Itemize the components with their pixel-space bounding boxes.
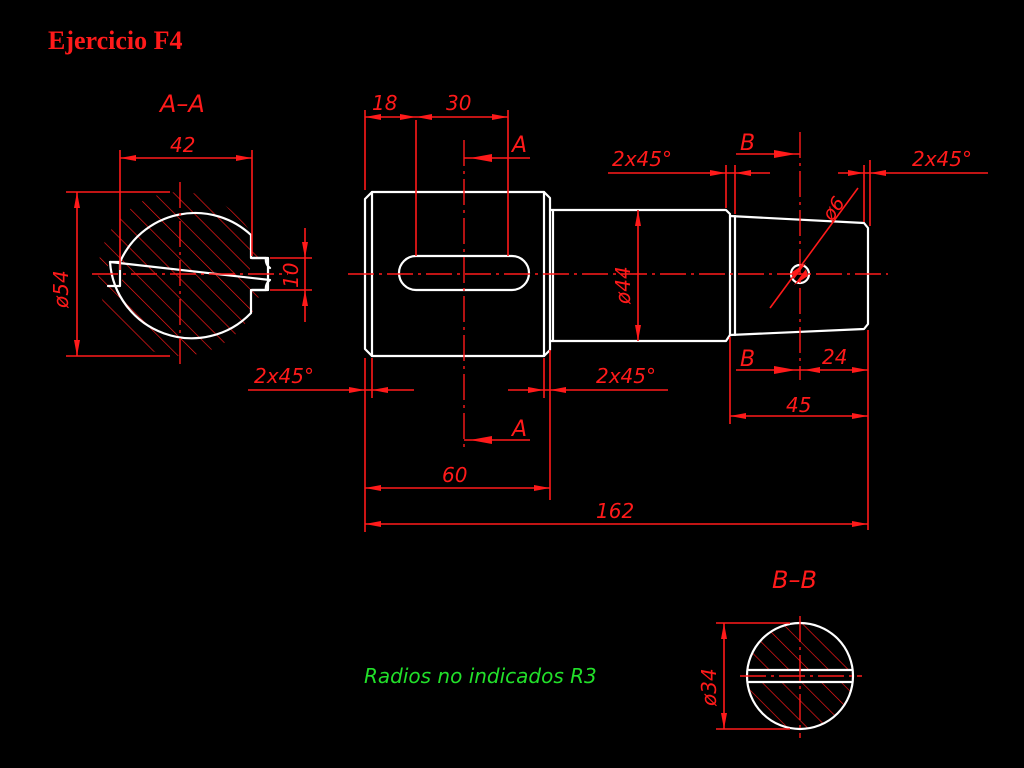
dim-chamfer-left: 2x45° xyxy=(254,364,314,388)
section-b-b: B–B ø34 xyxy=(697,566,862,738)
section-b-b-label: B–B xyxy=(772,566,817,594)
dim-18: 18 xyxy=(372,91,397,115)
dim-30: 30 xyxy=(446,91,471,115)
section-a-a-small-notch xyxy=(106,260,122,288)
shaft-section-right xyxy=(728,214,870,337)
dim-24: 24 xyxy=(822,345,847,369)
cut-b-bottom-label: B xyxy=(740,347,755,372)
dim-diameter-54: ø54 xyxy=(49,270,73,309)
page-title: Ejercicio F4 xyxy=(48,26,183,55)
dim-diameter-44: ø44 xyxy=(611,266,635,305)
section-a-a: A–A 42 ø54 10 xyxy=(49,90,312,366)
cut-a-bottom-label: A xyxy=(510,417,527,442)
dim-162: 162 xyxy=(596,499,634,523)
general-note: Radios no indicados R3 xyxy=(364,664,597,688)
keyway-slot xyxy=(397,254,531,292)
dim-45: 45 xyxy=(786,393,811,417)
shaft-section-middle xyxy=(548,208,732,343)
dim-chamfer-mid: 2x45° xyxy=(596,364,656,388)
dim-chamfer-top-right: 2x45° xyxy=(912,147,972,171)
dim-10: 10 xyxy=(279,263,303,288)
dim-60: 60 xyxy=(442,463,467,487)
shaft-main-view: 18 30 A A B B 2x45° 2x45° xyxy=(248,91,988,532)
dim-42: 42 xyxy=(170,133,195,157)
cut-a-top-label: A xyxy=(510,133,527,158)
cut-b-top-label: B xyxy=(740,131,755,156)
dim-chamfer-top-mid: 2x45° xyxy=(612,147,672,171)
dim-diameter-34: ø34 xyxy=(697,668,721,707)
section-a-a-label: A–A xyxy=(158,90,205,118)
